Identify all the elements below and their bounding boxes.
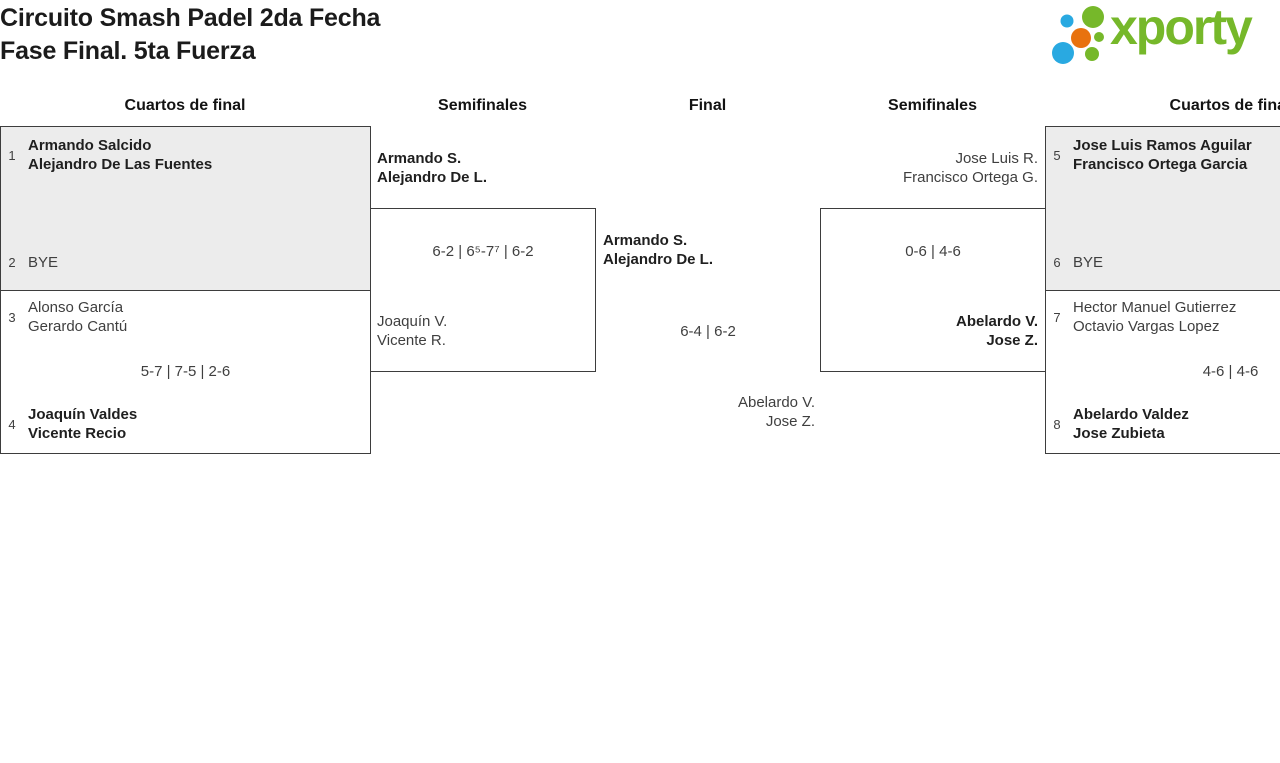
team-name: Armando S. Alejandro De L. xyxy=(377,150,488,186)
round-header-quarterfinals-right: Cuartos de final xyxy=(1169,97,1280,114)
match-box-qf-left-1 xyxy=(0,126,371,291)
match-score: 5-7 | 7-5 | 2-6 xyxy=(140,363,231,380)
seed-number: 5 xyxy=(1053,148,1061,163)
match-score: 0-6 | 4-6 xyxy=(905,243,961,260)
logo-dots-icon xyxy=(1052,6,1104,64)
round-header-semifinals-left: Semifinales xyxy=(438,97,527,114)
team-name: Joaquín Valdes Vicente Recio xyxy=(28,406,138,442)
round-header-quarterfinals-left: Cuartos de final xyxy=(124,97,246,114)
xporty-logo[interactable]: xporty xyxy=(1046,0,1280,74)
page-title: Circuito Smash Padel 2da Fecha Fase Fina… xyxy=(0,2,380,68)
match-box-qf-right-1 xyxy=(1045,126,1280,291)
team-name: Alonso García Gerardo Cantú xyxy=(28,299,128,335)
team-name: Jose Luis Ramos Aguilar Francisco Ortega… xyxy=(1073,137,1252,173)
team-name: Armando S. Alejandro De L. xyxy=(603,232,714,268)
seed-number: 4 xyxy=(8,417,16,432)
seed-number: 2 xyxy=(8,255,16,270)
tournament-phase: Fase Final. 5ta Fuerza xyxy=(0,37,256,65)
match-box-sf-left xyxy=(370,208,596,372)
match-box-qf-left-2 xyxy=(0,290,371,454)
seed-number: 8 xyxy=(1053,417,1061,432)
team-name: Joaquín V. Vicente R. xyxy=(377,313,448,349)
match-score: 6-2 | 6⁵-7⁷ | 6-2 xyxy=(432,243,534,260)
match-box-qf-right-2 xyxy=(1045,290,1280,454)
tournament-name: Circuito Smash Padel 2da Fecha xyxy=(0,4,381,32)
team-name: Abelardo Valdez Jose Zubieta xyxy=(1073,406,1189,442)
team-name: Armando Salcido Alejandro De Las Fuentes xyxy=(28,137,213,173)
match-score: 6-4 | 6-2 xyxy=(680,323,736,340)
team-name: Abelardo V. Jose Z. xyxy=(737,394,815,430)
seed-number: 1 xyxy=(8,148,16,163)
team-name: Jose Luis R. Francisco Ortega G. xyxy=(902,150,1038,186)
round-header-semifinals-right: Semifinales xyxy=(888,97,977,114)
seed-number: 7 xyxy=(1053,310,1061,325)
seed-number: 3 xyxy=(8,310,16,325)
team-name: BYE xyxy=(1073,254,1104,271)
seed-number: 6 xyxy=(1053,255,1061,270)
team-name: BYE xyxy=(28,254,59,271)
team-name: Hector Manuel Gutierrez Octavio Vargas L… xyxy=(1073,299,1237,335)
match-score: 4-6 | 4-6 xyxy=(1202,363,1259,380)
logo-wordmark: xporty xyxy=(1110,0,1253,55)
team-name: Abelardo V. Jose Z. xyxy=(956,313,1038,349)
round-header-final: Final xyxy=(688,97,727,114)
